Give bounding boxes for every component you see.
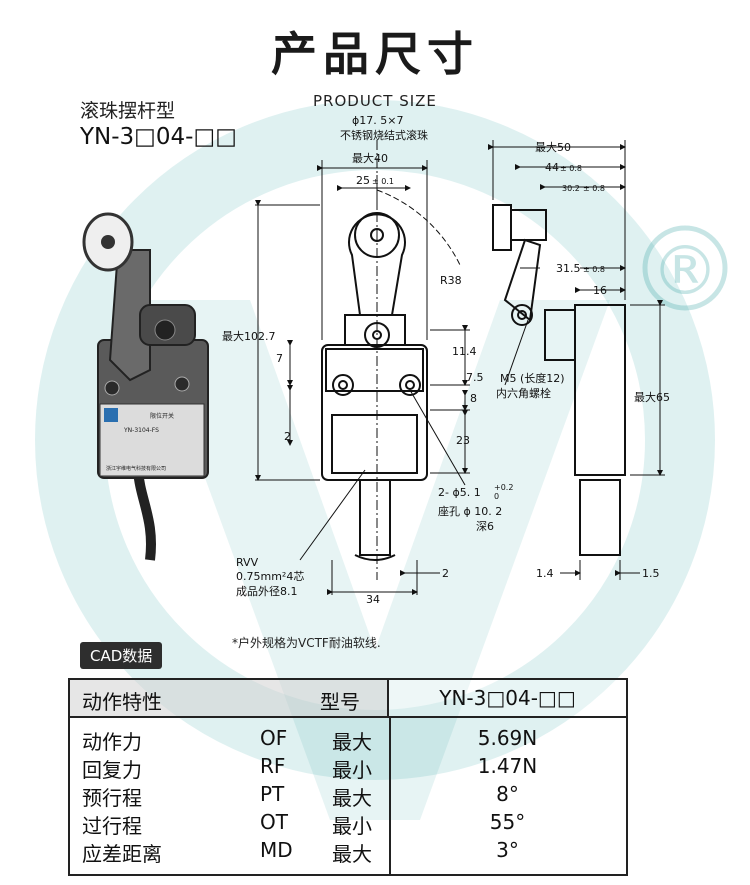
page-title: 产品尺寸 <box>271 27 479 81</box>
dim-34: 34 <box>366 593 380 606</box>
dim-7-5: 7.5 <box>466 371 484 384</box>
dim-30-2: 30.2 <box>562 184 580 193</box>
table-header-right: YN-3□04-□□ <box>389 680 626 718</box>
row-value: 55° <box>489 810 526 834</box>
cable-spec: 0.75mm²4芯 <box>236 569 304 583</box>
dim-23: 23 <box>456 434 470 447</box>
cable-od: 成品外径8.1 <box>236 585 298 598</box>
dim-r38: R38 <box>440 274 462 287</box>
row-limit: 最大 <box>332 786 372 810</box>
row-name: 动作力 <box>82 730 142 754</box>
row-limit: 最大 <box>332 730 372 754</box>
seat-spec: 座孔 ϕ 10. 2 <box>438 504 502 518</box>
table-row: 过行程 OT 最小 55° <box>70 810 626 838</box>
dim-7: 7 <box>276 352 283 365</box>
dim-16: 16 <box>593 284 607 297</box>
row-value: 8° <box>496 782 519 806</box>
header-model-value: YN-3□04-□□ <box>439 686 576 710</box>
dim-2: 2 <box>284 430 291 443</box>
row-abbr: PT <box>260 782 285 806</box>
dim-max102: 最大102.7 <box>222 329 276 343</box>
dim-31-5: 31.5 <box>556 262 581 275</box>
row-name: 过行程 <box>82 814 142 838</box>
dim-2b: 2 <box>442 567 449 580</box>
dim-max40: 最大40 <box>352 151 388 165</box>
row-name: 应差距离 <box>82 842 162 866</box>
row-abbr: OF <box>260 726 288 750</box>
dim-max50: 最大50 <box>535 140 571 154</box>
roller-size: ϕ17. 5×7 <box>352 114 403 127</box>
table-header-left: 动作特性 型号 <box>70 680 389 718</box>
hole-tol-dn: 0 <box>494 492 499 501</box>
row-name: 预行程 <box>82 786 142 810</box>
row-abbr: MD <box>260 838 293 862</box>
table-row: 应差距离 MD 最大 3° <box>70 838 626 866</box>
roller-desc: 不锈钢烧结式滚珠 <box>340 128 428 142</box>
row-limit: 最小 <box>332 814 372 838</box>
table-row: 回复力 RF 最小 1.47N <box>70 754 626 782</box>
bolt-spec: M5 (长度12) <box>500 371 565 385</box>
dim-1-5: 1.5 <box>642 567 660 580</box>
product-model: YN-3□04-□□ <box>80 124 237 150</box>
outdoor-note: *户外规格为VCTF耐油软线. <box>232 636 381 650</box>
row-limit: 最大 <box>332 842 372 866</box>
dim-25: 25 <box>356 174 370 187</box>
depth-spec: 深6 <box>476 520 494 533</box>
dimension-drawing: 限位开关 YN-3104-FS 浙江宇维电气科技有限公司 <box>82 114 670 606</box>
row-value: 5.69N <box>477 726 538 750</box>
photo-label-line1: 限位开关 <box>150 412 174 420</box>
row-limit: 最小 <box>332 758 372 782</box>
row-abbr: OT <box>260 810 288 834</box>
dim-8: 8 <box>470 392 477 405</box>
cable-type: RVV <box>236 556 259 569</box>
header-model: 型号 <box>320 690 360 714</box>
bolt-type: 内六角螺栓 <box>496 386 551 400</box>
product-photo: 限位开关 YN-3104-FS 浙江宇维电气科技有限公司 <box>82 212 209 561</box>
hole-spec: 2- ϕ5. 1 <box>438 486 481 499</box>
dim-31-5-tol: ± 0.8 <box>583 265 605 274</box>
column-divider <box>389 718 391 874</box>
photo-label-line2: YN-3104-FS <box>123 427 159 434</box>
row-abbr: RF <box>260 754 286 778</box>
row-value: 3° <box>496 838 519 862</box>
row-name: 回复力 <box>82 758 142 782</box>
table-row: 预行程 PT 最大 8° <box>70 782 626 810</box>
dim-44: 44 <box>545 161 559 174</box>
dim-44-tol: ± 0.8 <box>560 164 582 173</box>
registered-mark: ® <box>651 232 719 311</box>
cad-data-tag: CAD数据 <box>80 642 163 669</box>
product-size-label: PRODUCT SIZE <box>313 92 437 110</box>
dim-max65: 最大65 <box>634 390 670 404</box>
dim-30-2-tol: ± 0.8 <box>583 184 605 193</box>
dim-1-4: 1.4 <box>536 567 554 580</box>
spec-table: 动作特性 型号 YN-3□04-□□ 动作力 OF 最大 5.69N 回复力 R… <box>68 678 628 876</box>
row-value: 1.47N <box>477 754 538 778</box>
dim-25-tol: ± 0.1 <box>372 177 394 186</box>
header-characteristics: 动作特性 <box>82 690 162 714</box>
table-row: 动作力 OF 最大 5.69N <box>70 726 626 754</box>
photo-label-maker: 浙江宇维电气科技有限公司 <box>106 465 166 472</box>
dim-11-4: 11.4 <box>452 345 477 358</box>
product-type: 滚珠摆杆型 <box>80 100 176 122</box>
hole-tol-up: +0.2 <box>494 483 513 492</box>
